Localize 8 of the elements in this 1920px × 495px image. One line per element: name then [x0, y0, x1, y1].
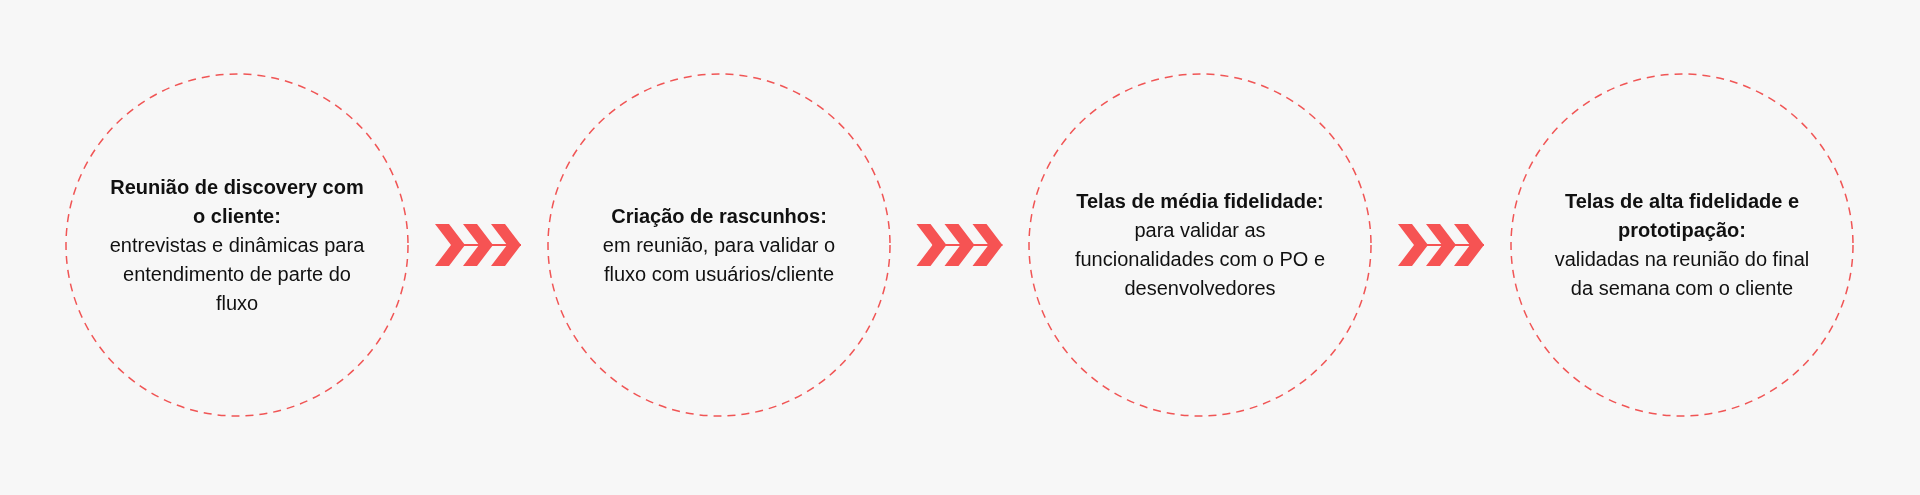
step-heading: Reunião de discovery com o cliente:: [109, 174, 365, 229]
step-description: para validar as funcionalidades com o PO e desenvolvedores: [1073, 218, 1327, 301]
step-description: validadas na reunião do final da semana com o cliente: [1553, 247, 1811, 301]
step-heading: Telas de alta fidelidade e prototipação:: [1563, 189, 1801, 243]
step-heading: Criação de rascunhos:: [610, 203, 828, 229]
step-description: entrevistas e dinâmicas para entendimento de parte do fluxo: [108, 232, 366, 316]
step-heading: Telas de média fidelidade:: [1075, 189, 1325, 214]
step-description: em reunião, para validar o fluxo com usuários/cliente: [601, 232, 837, 287]
